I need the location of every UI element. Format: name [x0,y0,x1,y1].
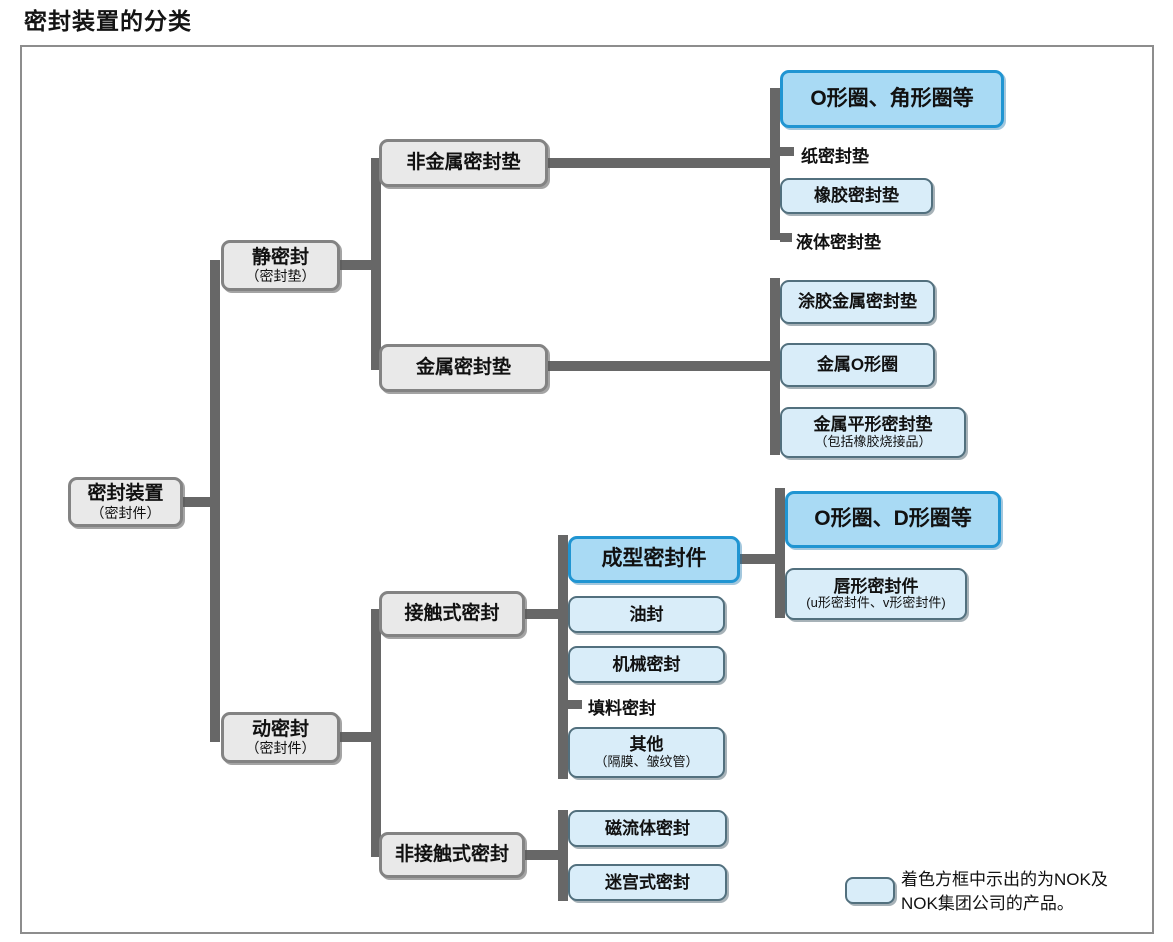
connector-noncontact-branch [525,850,562,860]
node-paper-gasket: 纸密封垫 [801,147,869,166]
node-metal-flat-gasket-sub: （包括橡胶烧接品） [814,433,932,449]
node-lip-seal-label: 唇形密封件 [833,576,919,596]
node-root-sub: （密封件） [90,504,161,521]
connector-metal-branch [548,361,772,371]
node-coated-metal-gasket: 涂胶金属密封垫 [780,280,935,324]
node-other-seal: 其他 （隔膜、皱纹管） [568,727,725,778]
node-rubber-gasket: 橡胶密封垫 [780,178,933,214]
connector-trunk-contact [558,535,568,779]
node-rubber-gasket-label: 橡胶密封垫 [814,186,899,206]
node-oil-seal: 油封 [568,596,725,633]
node-other-seal-sub: （隔膜、皱纹管） [594,753,699,769]
node-liquid-gasket: 液体密封垫 [796,233,881,252]
node-noncontact-seal: 非接触式密封 [379,832,525,878]
tick-paper-gasket [780,147,794,156]
node-coated-metal-gasket-label: 涂胶金属密封垫 [798,292,917,312]
node-contact-seal: 接触式密封 [379,591,525,637]
connector-molded-branch [740,554,777,564]
node-root: 密封装置 （密封件） [68,477,183,527]
node-oring-dring-label: O形圈、D形圈等 [814,507,972,531]
node-oring-corner-ring: O形圈、角形圈等 [780,70,1004,128]
node-lip-seal: 唇形密封件 (u形密封件、v形密封件) [785,568,967,620]
connector-trunk-metal [770,278,780,455]
tick-liquid-gasket [780,233,792,242]
page-title: 密封装置的分类 [24,8,192,34]
tick-packing-seal [568,700,582,709]
node-lip-seal-sub: (u形密封件、v形密封件) [806,595,946,611]
legend-line2: NOK集团公司的产品。 [901,894,1074,913]
connector-trunk-static [371,158,381,370]
node-nonmetal-gasket-label: 非金属密封垫 [406,152,521,174]
node-labyrinth-seal: 迷宫式密封 [568,864,727,901]
node-magnetic-fluid-seal: 磁流体密封 [568,810,727,847]
node-dynamic-seal-sub: （密封件） [245,740,316,757]
node-static-seal-sub: （密封垫） [245,268,316,285]
connector-trunk-molded [775,488,785,618]
node-static-seal: 静密封 （密封垫） [221,240,340,291]
node-oil-seal-label: 油封 [629,604,664,624]
connector-static-branch [340,260,373,270]
node-mechanical-seal: 机械密封 [568,646,725,683]
connector-dynamic-branch [340,732,373,742]
node-metal-gasket: 金属密封垫 [379,344,548,392]
connector-trunk-nonmetal [770,88,780,240]
legend-swatch [845,877,895,904]
node-nonmetal-gasket: 非金属密封垫 [379,139,548,187]
connector-trunk-dynamic [371,609,381,857]
node-mechanical-seal-label: 机械密封 [612,654,681,674]
node-metal-oring-label: 金属O形圈 [816,355,899,375]
node-oring-dring: O形圈、D形圈等 [785,491,1001,548]
connector-trunk-noncontact [558,810,568,901]
node-metal-flat-gasket: 金属平形密封垫 （包括橡胶烧接品） [780,407,966,458]
node-noncontact-seal-label: 非接触式密封 [394,844,509,866]
node-dynamic-seal-label: 动密封 [251,718,309,740]
node-dynamic-seal: 动密封 （密封件） [221,712,340,763]
node-metal-gasket-label: 金属密封垫 [415,357,511,379]
node-static-seal-label: 静密封 [251,246,309,268]
legend-line1: 着色方框中示出的为NOK及 [901,870,1108,889]
node-contact-seal-label: 接触式密封 [404,603,500,625]
legend-text: 着色方框中示出的为NOK及 NOK集团公司的产品。 [901,868,1108,916]
node-metal-oring: 金属O形圈 [780,343,935,387]
diagram-frame [20,45,1154,934]
node-molded-seal-label: 成型密封件 [601,547,707,571]
node-labyrinth-seal-label: 迷宫式密封 [605,872,690,892]
node-oring-corner-ring-label: O形圈、角形圈等 [810,86,974,110]
node-other-seal-label: 其他 [629,735,664,755]
connector-trunk-level2 [210,260,220,742]
connector-root-trunk [183,497,215,507]
node-magnetic-fluid-seal-label: 磁流体密封 [605,818,690,838]
node-molded-seal: 成型密封件 [568,536,740,583]
node-root-label: 密封装置 [87,483,164,505]
connector-nonmetal-branch [548,158,772,168]
node-metal-flat-gasket-label: 金属平形密封垫 [813,415,933,435]
connector-contact-branch [525,609,562,619]
node-packing-seal: 填料密封 [588,699,656,718]
